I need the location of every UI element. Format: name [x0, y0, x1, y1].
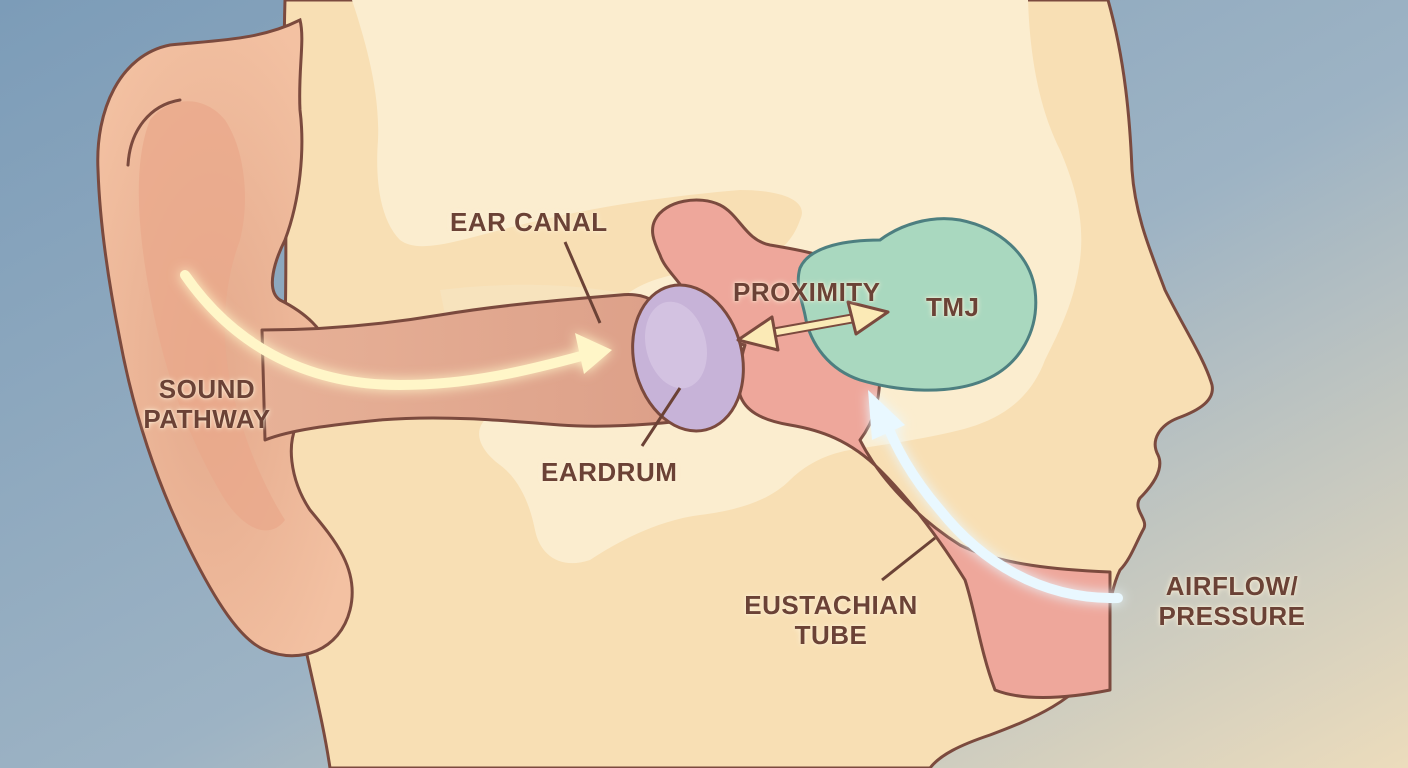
eustachian-tube-label: EUSTACHIAN TUBE — [726, 590, 936, 650]
eardrum-highlight — [645, 301, 707, 389]
airflow-pressure-arrow — [868, 390, 1123, 604]
proximity-double-arrow — [736, 300, 890, 352]
eustachian-tube-label-line-2: TUBE — [794, 620, 868, 650]
sound-pathway-label-line-2: PATHWAY — [143, 404, 271, 434]
ear-inner-fold — [138, 101, 285, 531]
airflow-pressure-label: AIRFLOW/ PRESSURE — [1142, 571, 1322, 631]
eardrum-label: EARDRUM — [541, 457, 678, 487]
proximity-label: PROXIMITY — [733, 277, 881, 307]
eustachian-tube-leader — [881, 536, 936, 582]
sound-pathway-label: SOUND PATHWAY — [132, 374, 282, 434]
ear-canal-label: EAR CANAL — [450, 207, 608, 237]
sound-pathway-arrow — [180, 270, 612, 391]
eustachian-tube-label-line-1: EUSTACHIAN — [744, 590, 918, 620]
ear-helix-line — [126, 98, 182, 167]
eardrum-leader — [640, 387, 682, 447]
ear-canal-leader — [563, 241, 602, 324]
airflow-pressure-label-line-1: AIRFLOW/ — [1165, 571, 1299, 601]
sound-pathway-label-line-1: SOUND — [158, 374, 256, 404]
airflow-pressure-label-line-2: PRESSURE — [1158, 601, 1306, 631]
tmj-joint — [796, 217, 1038, 392]
tmj-label: TMJ — [926, 292, 980, 322]
